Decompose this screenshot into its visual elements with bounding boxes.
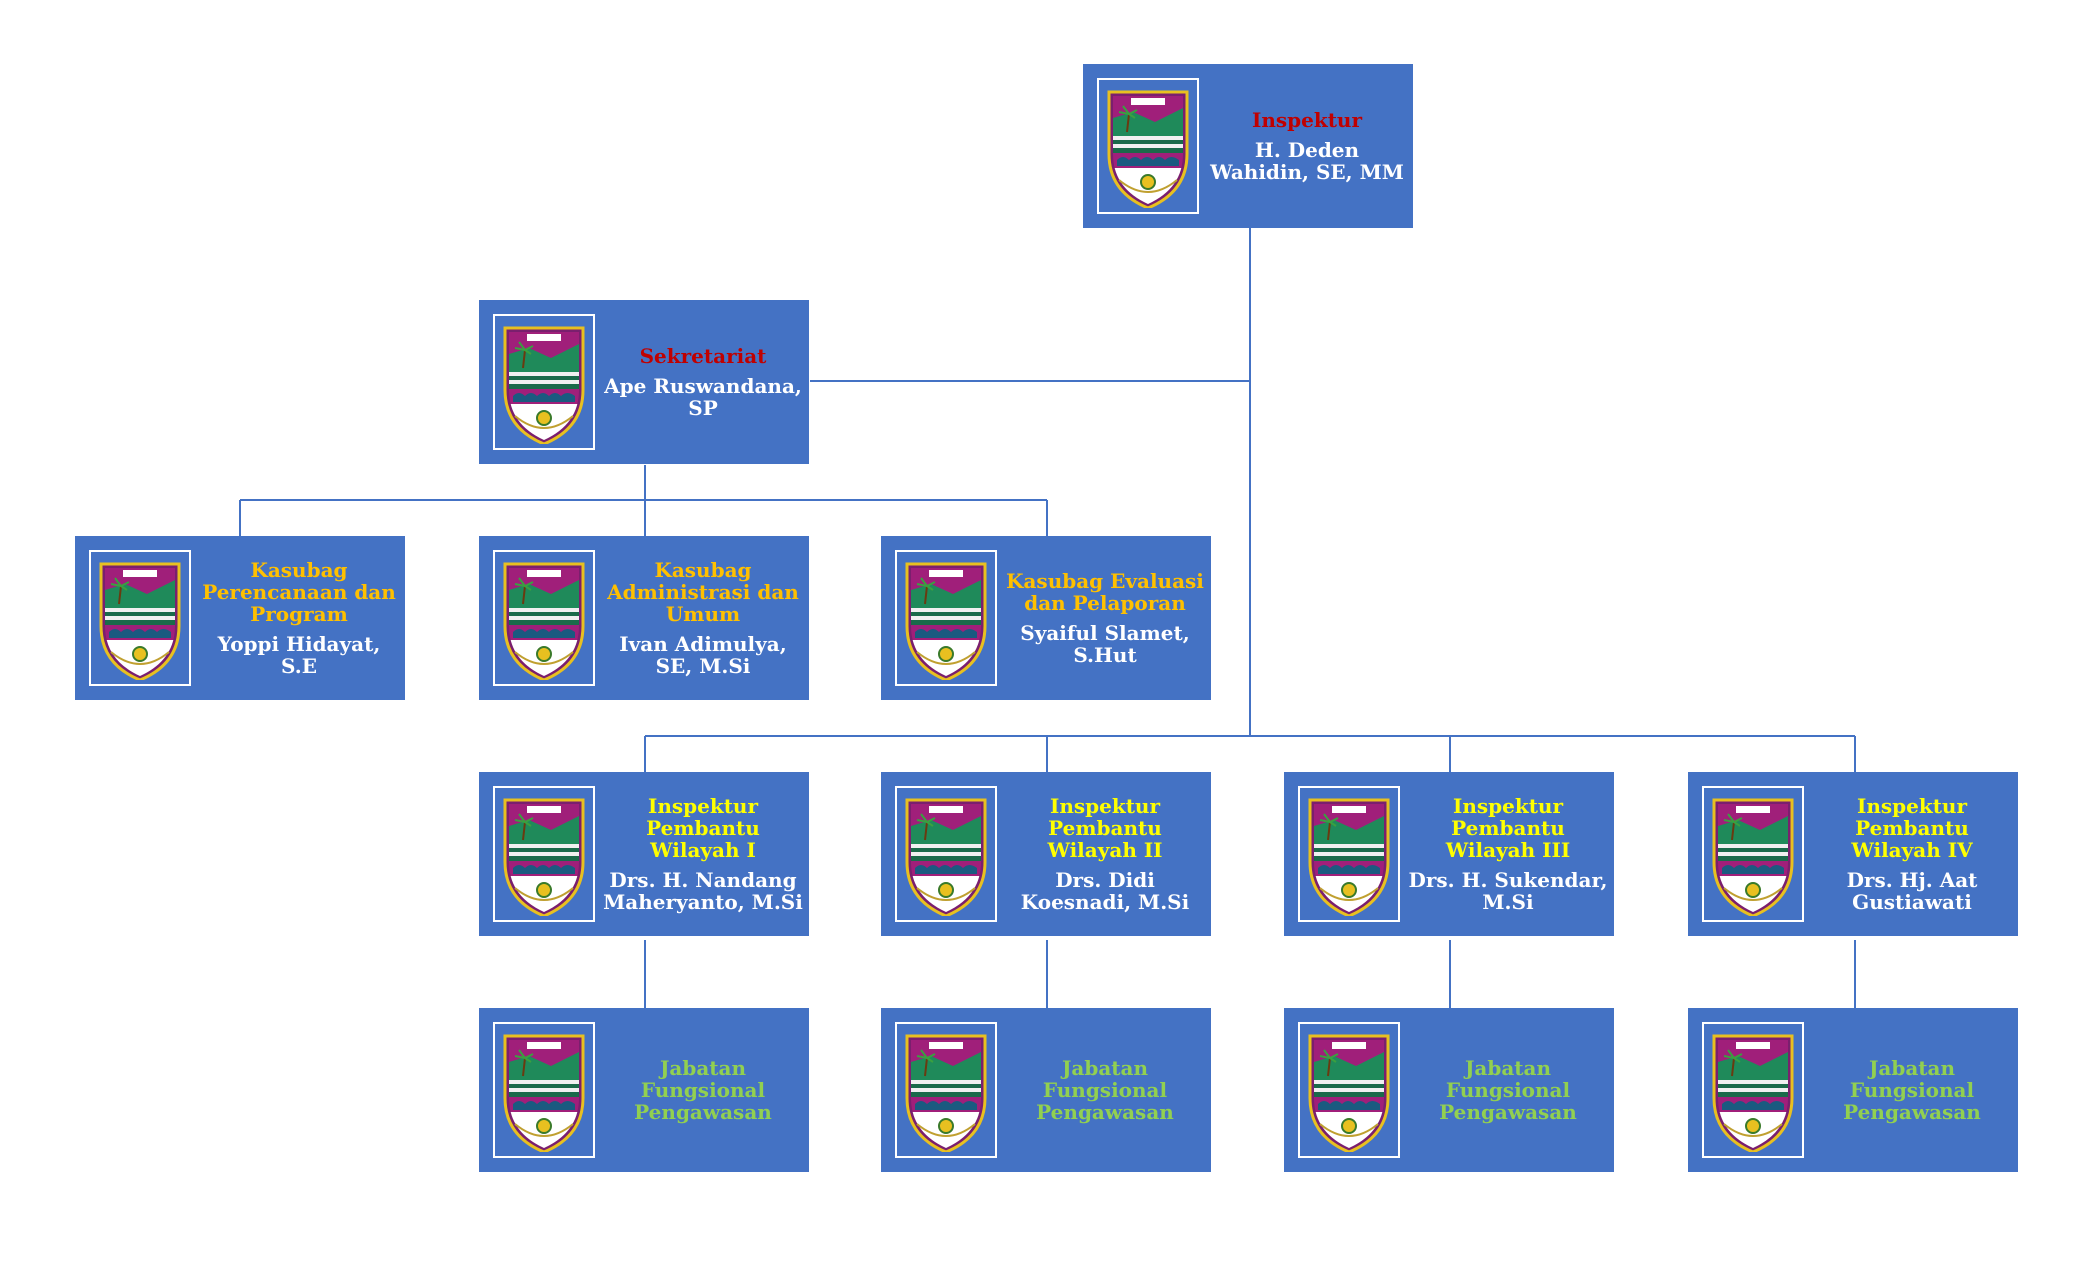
node-wilayah-1: Inspektur Pembantu Wilayah I Drs. H. Nan…	[479, 772, 809, 936]
logo-frame	[1298, 786, 1400, 922]
node-fungsional-3: Jabatan Fungsional Pengawasan	[1284, 1008, 1614, 1172]
kab-ciamis-crest-icon	[901, 792, 991, 916]
kab-ciamis-crest-icon	[1708, 1028, 1798, 1152]
kab-ciamis-crest-icon	[1304, 1028, 1394, 1152]
node-title: Inspektur Pembantu Wilayah II	[1047, 794, 1163, 862]
node-kasubag-administrasi: Kasubag Administrasi dan Umum Ivan Adimu…	[479, 536, 809, 700]
node-text: Jabatan Fungsional Pengawasan	[1406, 1016, 1610, 1164]
node-text: Inspektur Pembantu Wilayah I Drs. H. Nan…	[601, 780, 805, 928]
node-text: Inspektur Pembantu Wilayah III Drs. H. S…	[1406, 780, 1610, 928]
kab-ciamis-crest-icon	[499, 792, 589, 916]
logo-frame	[1702, 1022, 1804, 1158]
node-title: Jabatan Fungsional Pengawasan	[634, 1056, 772, 1124]
node-text: Jabatan Fungsional Pengawasan	[1810, 1016, 2014, 1164]
node-title: Kasubag Evaluasi dan Pelaporan	[1006, 569, 1204, 615]
logo-frame	[895, 550, 997, 686]
node-person-name: Drs. Hj. Aat Gustiawati	[1846, 868, 1978, 914]
kab-ciamis-crest-icon	[499, 556, 589, 680]
node-person-name: Drs. H. Sukendar, M.Si	[1408, 868, 1608, 914]
node-person-name: Ivan Adimulya, SE, M.Si	[619, 632, 787, 678]
kab-ciamis-crest-icon	[1708, 792, 1798, 916]
logo-frame	[895, 1022, 997, 1158]
node-wilayah-2: Inspektur Pembantu Wilayah II Drs. Didi …	[881, 772, 1211, 936]
node-title: Jabatan Fungsional Pengawasan	[1036, 1056, 1174, 1124]
node-title: Inspektur Pembantu Wilayah I	[646, 794, 760, 862]
kab-ciamis-crest-icon	[901, 556, 991, 680]
node-wilayah-4: Inspektur Pembantu Wilayah IV Drs. Hj. A…	[1688, 772, 2018, 936]
kab-ciamis-crest-icon	[1103, 84, 1193, 208]
node-person-name: H. Deden Wahidin, SE, MM	[1210, 138, 1404, 184]
node-title: Inspektur	[1251, 108, 1363, 132]
logo-frame	[1298, 1022, 1400, 1158]
kab-ciamis-crest-icon	[499, 1028, 589, 1152]
node-person-name: Syaiful Slamet, S.Hut	[1020, 621, 1190, 667]
node-title: Jabatan Fungsional Pengawasan	[1439, 1056, 1577, 1124]
node-title: Kasubag Administrasi dan Umum	[607, 558, 799, 626]
node-fungsional-1: Jabatan Fungsional Pengawasan	[479, 1008, 809, 1172]
kab-ciamis-crest-icon	[95, 556, 185, 680]
node-text: Inspektur Pembantu Wilayah IV Drs. Hj. A…	[1810, 780, 2014, 928]
node-person-name: Drs. Didi Koesnadi, M.Si	[1020, 868, 1190, 914]
node-wilayah-3: Inspektur Pembantu Wilayah III Drs. H. S…	[1284, 772, 1614, 936]
node-text: Inspektur Pembantu Wilayah II Drs. Didi …	[1003, 780, 1207, 928]
node-text: Jabatan Fungsional Pengawasan	[1003, 1016, 1207, 1164]
node-text: Sekretariat Ape Ruswandana, SP	[601, 308, 805, 456]
node-text: Inspektur H. Deden Wahidin, SE, MM	[1205, 72, 1409, 220]
logo-frame	[895, 786, 997, 922]
node-text: Kasubag Perencanaan dan Program Yoppi Hi…	[197, 544, 401, 692]
node-text: Jabatan Fungsional Pengawasan	[601, 1016, 805, 1164]
kab-ciamis-crest-icon	[499, 320, 589, 444]
logo-frame	[1702, 786, 1804, 922]
node-person-name: Drs. H. Nandang Maheryanto, M.Si	[603, 868, 803, 914]
node-fungsional-4: Jabatan Fungsional Pengawasan	[1688, 1008, 2018, 1172]
kab-ciamis-crest-icon	[1304, 792, 1394, 916]
node-title: Kasubag Perencanaan dan Program	[202, 558, 396, 626]
node-title: Inspektur Pembantu Wilayah III	[1445, 794, 1571, 862]
node-person-name: Yoppi Hidayat, S.E	[217, 632, 381, 678]
node-title: Jabatan Fungsional Pengawasan	[1843, 1056, 1981, 1124]
node-text: Kasubag Evaluasi dan Pelaporan Syaiful S…	[1003, 544, 1207, 692]
logo-frame	[1097, 78, 1199, 214]
logo-frame	[89, 550, 191, 686]
logo-frame	[493, 550, 595, 686]
node-title: Sekretariat	[639, 344, 767, 368]
logo-frame	[493, 786, 595, 922]
node-fungsional-2: Jabatan Fungsional Pengawasan	[881, 1008, 1211, 1172]
kab-ciamis-crest-icon	[901, 1028, 991, 1152]
node-inspektur: Inspektur H. Deden Wahidin, SE, MM	[1083, 64, 1413, 228]
node-text: Kasubag Administrasi dan Umum Ivan Adimu…	[601, 544, 805, 692]
node-person-name: Ape Ruswandana, SP	[604, 374, 802, 420]
node-title: Inspektur Pembantu Wilayah IV	[1851, 794, 1973, 862]
node-kasubag-evaluasi: Kasubag Evaluasi dan Pelaporan Syaiful S…	[881, 536, 1211, 700]
logo-frame	[493, 1022, 595, 1158]
logo-frame	[493, 314, 595, 450]
node-kasubag-perencanaan: Kasubag Perencanaan dan Program Yoppi Hi…	[75, 536, 405, 700]
node-sekretariat: Sekretariat Ape Ruswandana, SP	[479, 300, 809, 464]
